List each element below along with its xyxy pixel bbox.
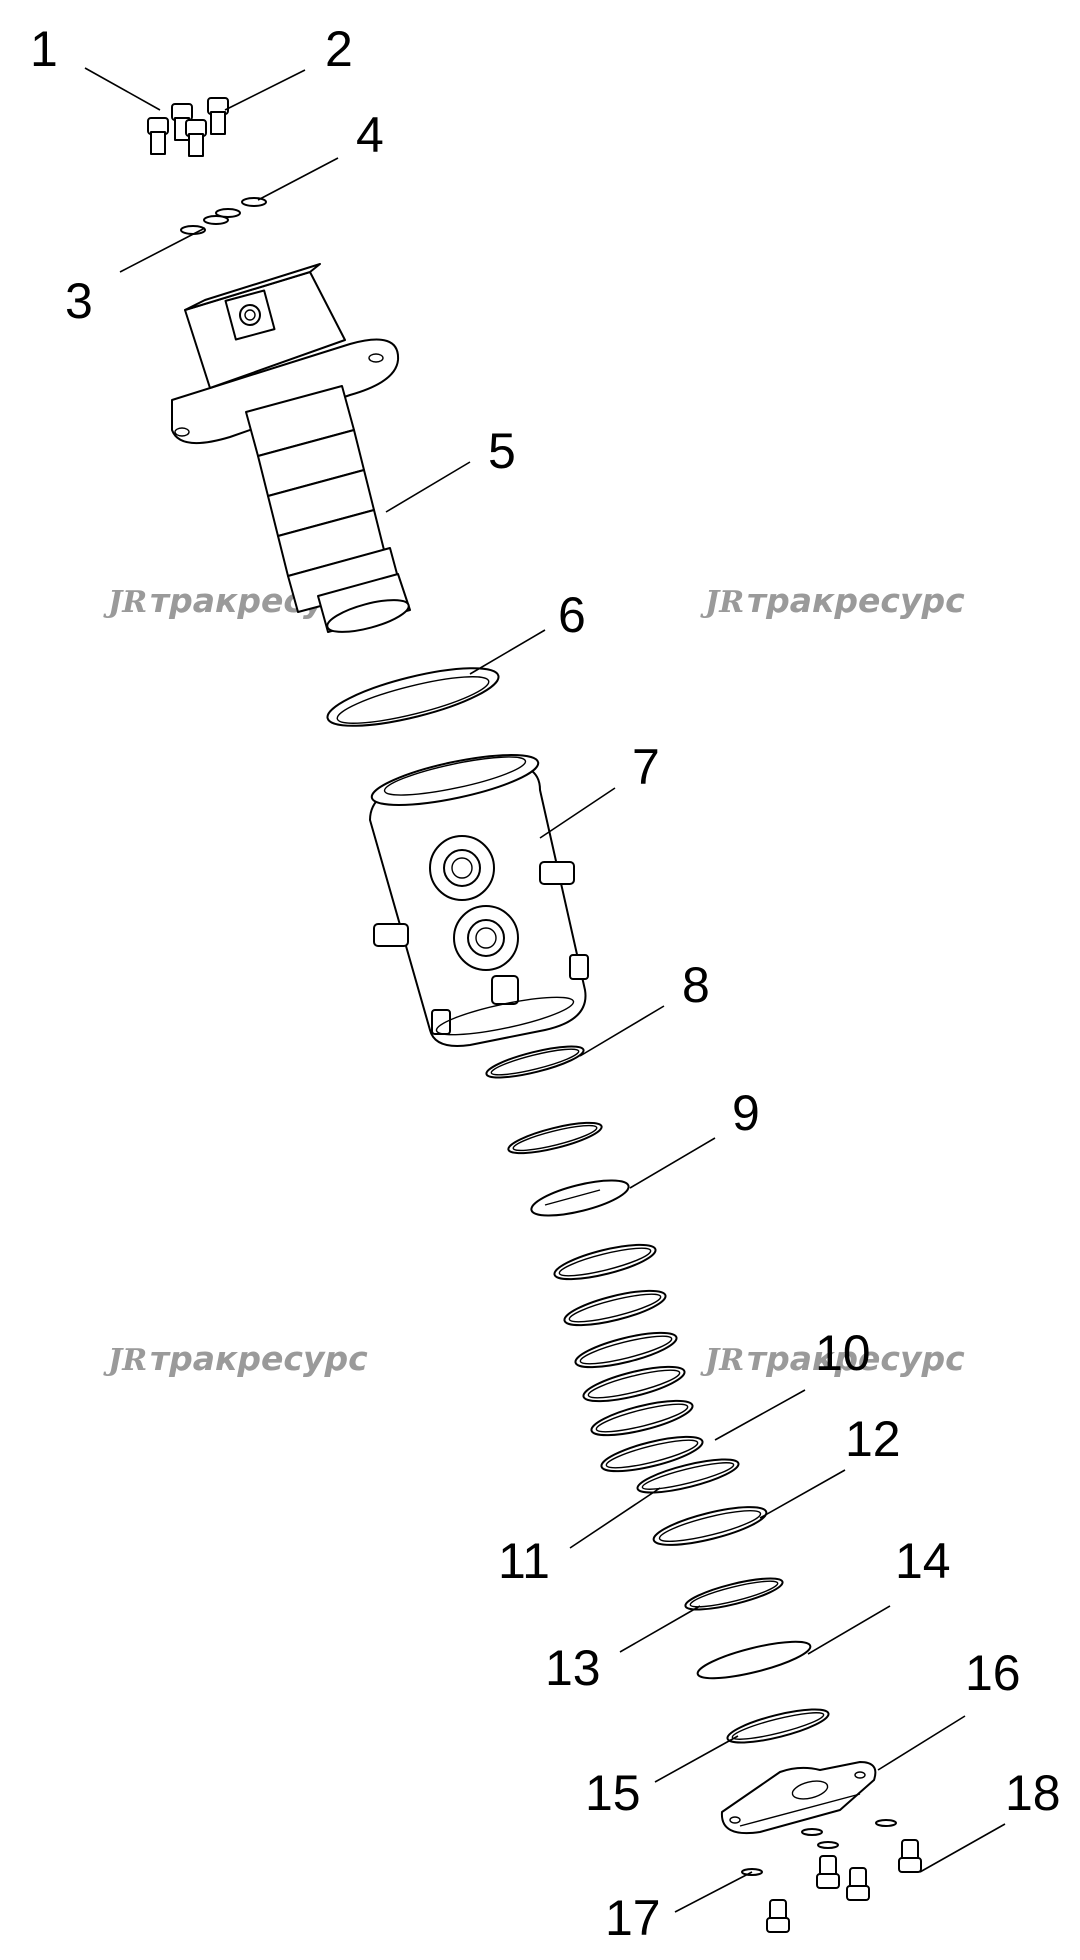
- callout-6: 6: [558, 587, 586, 643]
- callout-10: 10: [815, 1325, 871, 1381]
- small-washers: [180, 197, 267, 235]
- callout-11: 11: [498, 1533, 550, 1589]
- callout-8: 8: [682, 957, 710, 1013]
- callout-3: 3: [65, 273, 93, 329]
- callout-7: 7: [632, 739, 660, 795]
- ring-13: [684, 1577, 784, 1611]
- rings-9: [507, 1121, 630, 1217]
- watermark-bottom-left: JR тракресурс: [103, 1339, 368, 1378]
- watermark-logo: JR: [103, 585, 147, 620]
- seal-stack-10: [553, 1243, 704, 1473]
- callout-17: 17: [605, 1890, 661, 1946]
- callout-18: 18: [1005, 1765, 1061, 1821]
- callout-5: 5: [488, 423, 516, 479]
- callout-15: 15: [585, 1765, 641, 1821]
- watermark-bottom-right: JR тракресурс: [700, 1339, 965, 1378]
- ring-15: [726, 1708, 830, 1744]
- callout-2: 2: [325, 21, 353, 77]
- leader-lines: [84, 67, 1006, 1913]
- watermark-top-right: JR тракресурс: [700, 581, 965, 620]
- callout-14: 14: [895, 1533, 951, 1589]
- bottom-bolts: [766, 1839, 922, 1933]
- top-bolts: [147, 97, 229, 157]
- watermark-logo: JR: [700, 1343, 744, 1378]
- housing: [369, 754, 589, 1047]
- callout-16: 16: [965, 1645, 1021, 1701]
- watermark-text: тракресурс: [150, 1339, 368, 1378]
- large-seal-6: [326, 667, 500, 727]
- ring-14: [696, 1640, 812, 1680]
- rotor-shaft: [171, 263, 411, 633]
- watermark-text: тракресурс: [747, 581, 965, 620]
- watermark-logo: JR: [700, 585, 744, 620]
- watermark-text: тракресурс: [747, 1339, 965, 1378]
- callout-9: 9: [732, 1085, 760, 1141]
- callout-1: 1: [30, 21, 58, 77]
- callout-12: 12: [845, 1411, 901, 1467]
- o-ring-8: [485, 1045, 585, 1079]
- end-cover-16: [720, 1761, 877, 1834]
- callout-13: 13: [545, 1640, 601, 1696]
- ring-11: [636, 1458, 740, 1494]
- callout-4: 4: [356, 107, 384, 163]
- ring-12: [652, 1506, 768, 1546]
- watermark-logo: JR: [103, 1343, 147, 1378]
- callout-labels: 1 2 3 4 5 6 7 8 9 10 11 12 13 14 15 16 1…: [30, 21, 1061, 1946]
